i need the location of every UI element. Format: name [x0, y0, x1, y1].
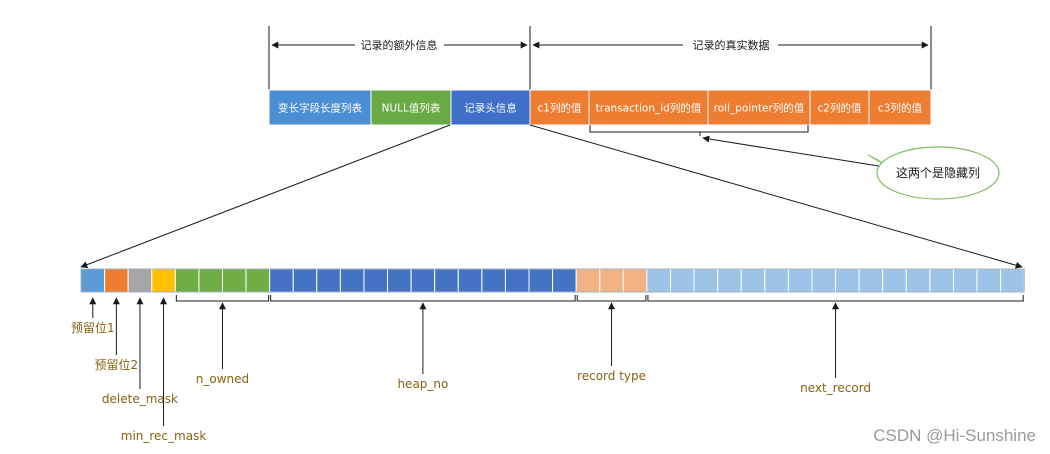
- callout-arrow: [702, 135, 886, 168]
- bit-cell: [740, 268, 766, 293]
- bit-group-heap_no: [269, 268, 577, 293]
- top-field-label: c1列的值: [538, 102, 582, 115]
- bit-cell: [151, 268, 176, 293]
- bit-cell: [787, 268, 813, 293]
- bit-cell: [269, 268, 294, 293]
- bit-label-next_record: next_record: [800, 381, 871, 395]
- top-field-2: 记录头信息: [450, 89, 531, 126]
- bit-cell: [127, 268, 153, 293]
- bit-row-outline: [80, 268, 1025, 293]
- bit-cell: [174, 268, 200, 293]
- bit-cell: [481, 268, 506, 293]
- bit-group-record-type: [575, 268, 648, 293]
- top-field-box: [868, 89, 932, 126]
- bit-cell: [811, 268, 837, 293]
- bit-cell: [764, 268, 789, 293]
- bit-bracket: [270, 295, 576, 302]
- bit-bracket: [576, 295, 647, 302]
- bit-cell: [104, 268, 129, 293]
- bit-group-预留位2: [104, 268, 129, 293]
- bit-cell: [387, 268, 412, 293]
- header-bit-row: [80, 268, 1025, 293]
- top-field-7: c3列的值: [868, 89, 932, 126]
- top-field-label: transaction_id列的值: [596, 102, 702, 115]
- top-field-1: NULL值列表: [370, 89, 452, 126]
- hidden-columns-callout: 这两个是隐藏列: [867, 146, 1000, 200]
- bit-cell: [221, 268, 247, 293]
- top-field-3: c1列的值: [529, 89, 590, 126]
- top-field-label: 记录头信息: [464, 102, 517, 115]
- bit-cell: [410, 268, 436, 293]
- bit-cell: [434, 268, 459, 293]
- bit-label-预留位1: 预留位1: [71, 320, 115, 335]
- bit-label-heap_no: heap_no: [397, 377, 448, 391]
- bit-cell: [80, 268, 106, 293]
- top-field-box: [529, 89, 590, 126]
- bit-cell: [245, 268, 271, 293]
- bit-cell: [929, 268, 954, 293]
- hidden-columns-callout-text: 这两个是隐藏列: [896, 165, 980, 180]
- bit-cell: [835, 268, 860, 293]
- watermark: CSDN @Hi-Sunshine: [873, 426, 1036, 445]
- top-field-label: 变长字段长度列表: [278, 102, 362, 115]
- bit-cell: [198, 268, 223, 293]
- top-field-label: c3列的值: [878, 102, 922, 115]
- top-field-6: c2列的值: [809, 89, 870, 126]
- top-field-box: [370, 89, 452, 126]
- top-field-0: 变长字段长度列表: [268, 89, 372, 126]
- bit-cell: [504, 268, 530, 293]
- top-field-box: [450, 89, 531, 126]
- top-field-label: NULL值列表: [382, 102, 441, 115]
- bit-cell: [599, 268, 624, 293]
- top-field-label: roll_pointer列的值: [714, 102, 805, 115]
- bit-cell: [316, 268, 341, 293]
- bit-cell: [905, 268, 931, 293]
- bit-group-min_rec_mask: [151, 268, 176, 293]
- bit-group-预留位1: [80, 268, 106, 293]
- bit-bracket: [175, 295, 270, 302]
- bit-label-record-type: record type: [577, 369, 646, 383]
- bit-cell: [575, 268, 601, 293]
- expand-line-left: [80, 124, 451, 269]
- bit-cell: [952, 268, 978, 293]
- bit-cell: [646, 268, 671, 293]
- expand-line-right: [529, 124, 1023, 269]
- bit-group-next_record: [646, 268, 1025, 293]
- real-data-label: 记录的真实数据: [693, 38, 770, 52]
- bit-cell: [882, 268, 907, 293]
- extra-info-label: 记录的额外信息: [361, 38, 438, 52]
- bit-label-n_owned: n_owned: [196, 372, 249, 386]
- bit-group-delete_mask: [127, 268, 153, 293]
- bit-cell: [693, 268, 719, 293]
- bit-bracket: [647, 295, 1024, 302]
- top-field-4: transaction_id列的值: [588, 89, 709, 126]
- bit-label-delete_mask: delete_mask: [102, 392, 178, 406]
- bit-group-n_owned: [174, 268, 271, 293]
- bit-cell: [339, 268, 365, 293]
- bit-label-预留位2: 预留位2: [95, 357, 139, 372]
- bit-cell: [717, 268, 742, 293]
- bit-cell: [1000, 268, 1025, 293]
- bit-cell: [363, 268, 389, 293]
- bit-cell: [622, 268, 648, 293]
- bit-cell: [670, 268, 695, 293]
- top-field-box: [268, 89, 372, 126]
- hidden-columns-bracket: [589, 125, 809, 133]
- top-field-label: c2列的值: [818, 102, 862, 115]
- bit-cell: [292, 268, 318, 293]
- bit-label-min_rec_mask: min_rec_mask: [121, 429, 207, 443]
- bit-cell: [528, 268, 554, 293]
- bit-cell: [976, 268, 1002, 293]
- bit-cell: [858, 268, 884, 293]
- top-row-fields: 变长字段长度列表 NULL值列表 记录头信息 c1列的值 transaction_id列…: [268, 89, 932, 126]
- top-dimension-lines: [268, 26, 932, 96]
- bit-cell: [457, 268, 483, 293]
- top-field-box: [707, 89, 811, 126]
- bit-cell: [552, 268, 577, 293]
- top-field-box: [588, 89, 709, 126]
- header-bit-annotations: 预留位1 预留位2 delete_mask min_rec_mask n_owned he…: [71, 295, 1024, 443]
- top-field-5: roll_pointer列的值: [707, 89, 811, 126]
